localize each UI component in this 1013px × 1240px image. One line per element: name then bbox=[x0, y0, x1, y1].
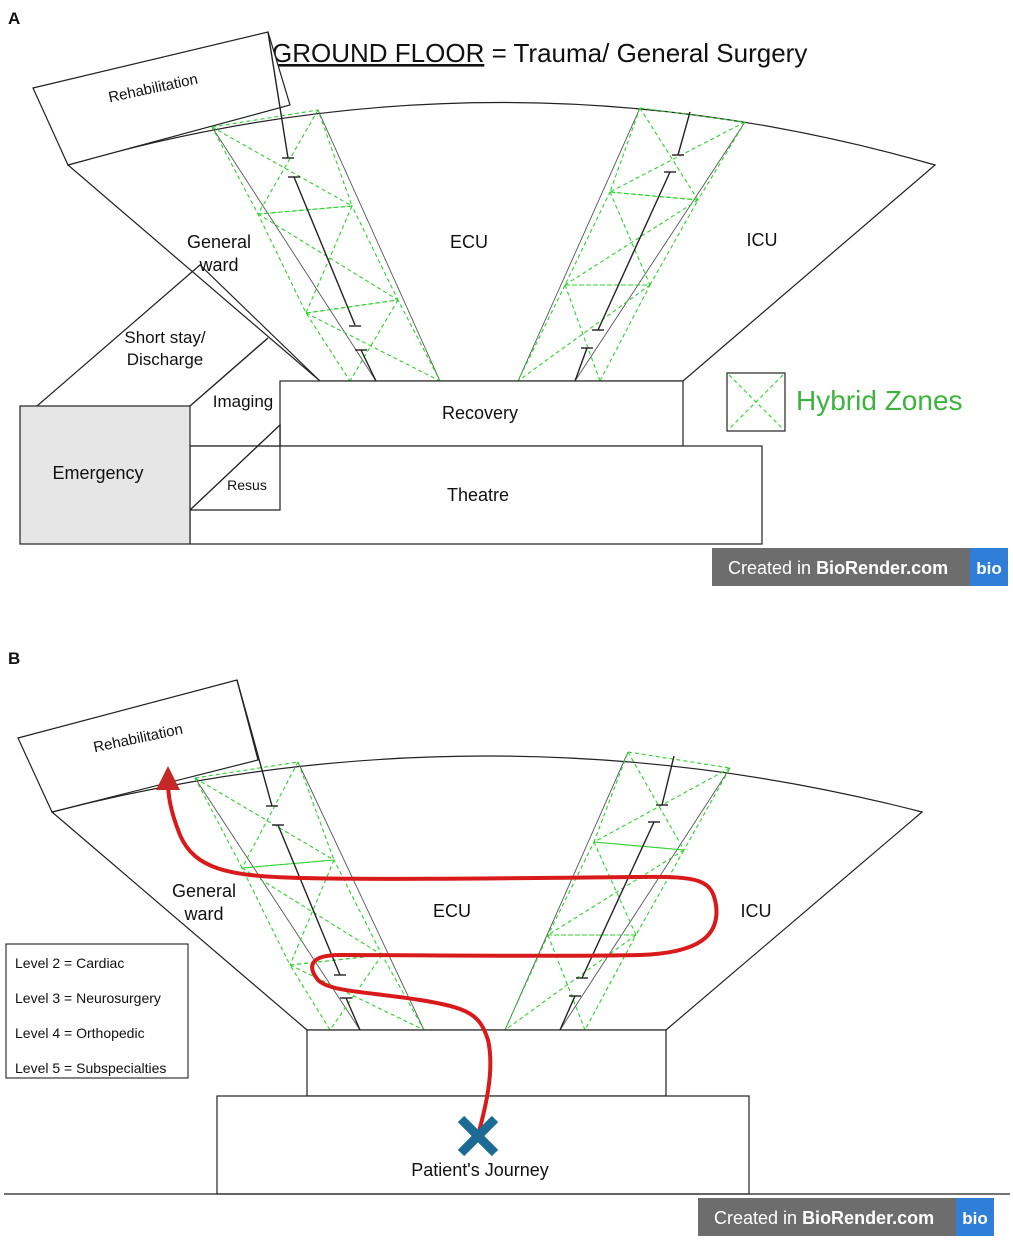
title-underlined: GROUND FLOOR bbox=[272, 38, 484, 68]
bio-logo-icon-b: bio bbox=[962, 1209, 988, 1228]
patient-journey-path bbox=[156, 766, 719, 1137]
level-3-label: Level 3 = Neurosurgery bbox=[15, 990, 161, 1006]
resus-outline bbox=[189, 423, 281, 511]
corridor-right-inner bbox=[517, 107, 641, 382]
general-ward-label-a1: General bbox=[187, 232, 251, 252]
imaging-wall bbox=[189, 337, 269, 407]
fan-building-outline-b bbox=[50, 755, 924, 1031]
level-5-label: Level 5 = Subspecialties bbox=[15, 1060, 166, 1076]
general-ward-label-a2: ward bbox=[198, 255, 238, 275]
ecu-label-a: ECU bbox=[450, 232, 488, 252]
hybrid-zones-legend: Hybrid Zones bbox=[726, 372, 963, 432]
svg-text:Created in BioRender.com: Created in BioRender.com bbox=[714, 1208, 934, 1228]
general-ward-label-b1: General bbox=[172, 881, 236, 901]
panel-b: B Rehabilitation bbox=[4, 649, 1010, 1236]
bio-logo-icon: bio bbox=[976, 559, 1002, 578]
general-ward-label-b2: ward bbox=[183, 904, 223, 924]
badge-brand-a: BioRender.com bbox=[816, 558, 948, 578]
emergency-room bbox=[19, 405, 191, 545]
recovery-room bbox=[279, 380, 684, 447]
badge-brand-b: BioRender.com bbox=[802, 1208, 934, 1228]
icu-label-a: ICU bbox=[747, 230, 778, 250]
levels-legend: Level 2 = Cardiac Level 3 = Neurosurgery… bbox=[5, 943, 189, 1079]
icu-label-b: ICU bbox=[741, 901, 772, 921]
patient-start-x-icon bbox=[457, 1115, 499, 1157]
panel-b-letter: B bbox=[8, 649, 20, 668]
panel-a: A GROUND FLOOR = Trauma/ General Surgery… bbox=[8, 9, 1008, 586]
partitions-b bbox=[236, 679, 675, 1031]
ecu-label-b: ECU bbox=[433, 901, 471, 921]
short-stay-label-1: Short stay/ bbox=[124, 328, 206, 347]
rehabilitation-room bbox=[32, 31, 291, 166]
theatre-room bbox=[189, 445, 763, 545]
corridor-b-3 bbox=[504, 751, 629, 1031]
corridor-left-inner bbox=[317, 109, 441, 382]
svg-text:Created in BioRender.com: Created in BioRender.com bbox=[728, 558, 948, 578]
corridor-right-outer bbox=[574, 121, 746, 382]
short-stay-label-2: Discharge bbox=[127, 350, 204, 369]
title-rest: = Trauma/ General Surgery bbox=[484, 38, 807, 68]
corridor-left-outer bbox=[211, 126, 377, 382]
panel-a-letter: A bbox=[8, 9, 20, 28]
level-4-label: Level 4 = Orthopedic bbox=[15, 1025, 145, 1041]
emergency-label: Emergency bbox=[52, 463, 143, 483]
corridor-b-2 bbox=[297, 761, 425, 1031]
recovery-label: Recovery bbox=[442, 403, 518, 423]
badge-prefix-b: Created in bbox=[714, 1208, 802, 1228]
resus-label: Resus bbox=[227, 477, 267, 493]
badge-prefix-a: Created in bbox=[728, 558, 816, 578]
level-2-label: Level 2 = Cardiac bbox=[15, 955, 124, 971]
imaging-label: Imaging bbox=[213, 392, 273, 411]
rehabilitation-room-b bbox=[17, 679, 259, 813]
levels-box bbox=[5, 943, 189, 1079]
short-stay-room bbox=[36, 264, 321, 407]
corridor-b-4 bbox=[559, 767, 731, 1031]
legend-label: Hybrid Zones bbox=[796, 385, 963, 416]
hybrid-zones-right bbox=[517, 107, 746, 382]
theatre-label: Theatre bbox=[447, 485, 509, 505]
biorender-badge-a: Created in BioRender.com bio bbox=[712, 548, 1008, 586]
biorender-badge-b: Created in BioRender.com bio bbox=[698, 1198, 994, 1236]
fan-building-outline bbox=[66, 101, 937, 382]
partitions-a bbox=[267, 31, 691, 382]
panel-a-title: GROUND FLOOR = Trauma/ General Surgery bbox=[272, 38, 807, 68]
patient-journey-label: Patient's Journey bbox=[411, 1160, 549, 1180]
